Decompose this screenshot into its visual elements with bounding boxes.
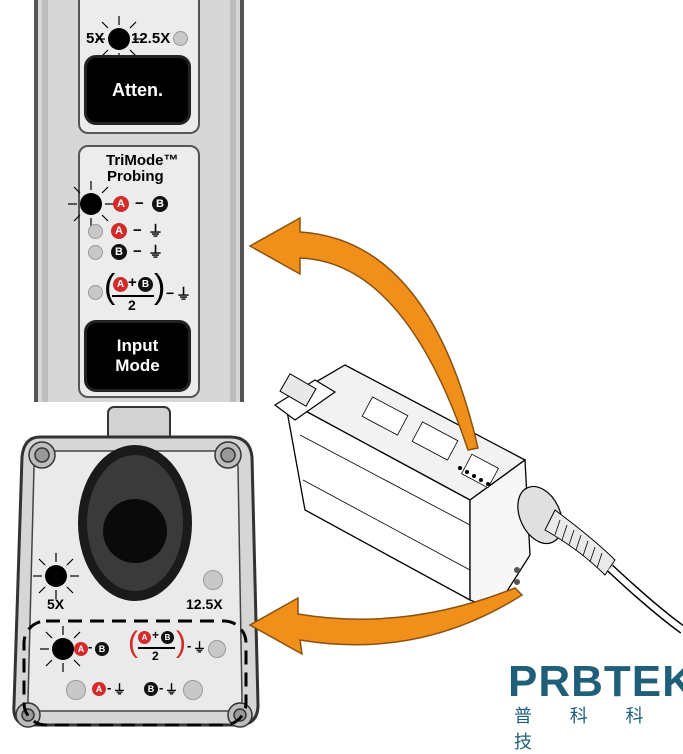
- common-left-paren: (: [104, 268, 116, 306]
- brand-name: PRBTEK: [508, 657, 683, 706]
- bottom-row3-b: B: [144, 682, 158, 696]
- atten-12-5x-led: [173, 31, 188, 46]
- mode-row2-led: [88, 224, 103, 239]
- bottom-panel-highlight: [22, 619, 248, 727]
- probe-front-dot-1: [514, 567, 520, 573]
- probe-illustration: [273, 364, 683, 634]
- common-fraction-bar: [112, 295, 154, 297]
- probe-side-line-2: [302, 479, 471, 571]
- probe-side-line-1: [299, 434, 471, 526]
- bottom-a-ground-led: [66, 680, 86, 700]
- probe-front-dot-2: [514, 579, 520, 585]
- brand-logo: PRBTEK 普 科 科 技: [508, 657, 683, 754]
- mode-row2-a: A: [111, 223, 127, 239]
- bottom-12-5x-led: [203, 570, 223, 590]
- mode-row3-op: −: [133, 243, 142, 260]
- common-right-paren: ): [154, 268, 166, 306]
- common-a: A: [113, 277, 128, 292]
- probe-connector-block: [279, 373, 317, 407]
- mode-row2-ground-icon: ⏚: [148, 223, 164, 240]
- input-mode-button[interactable]: Input Mode: [84, 320, 191, 392]
- mode-row1-op: −: [135, 195, 144, 212]
- bottom-panel: [12, 406, 260, 728]
- bottom-row3-op: -: [159, 680, 164, 695]
- atten-button[interactable]: Atten.: [84, 55, 191, 125]
- atten-12-5x-label: 12.5X: [131, 30, 171, 47]
- bottom-panel-connector-inner: [103, 499, 167, 563]
- mode-row3-ground-icon: ⏚: [148, 244, 164, 261]
- mode-row3-led: [88, 245, 103, 260]
- bottom-common-right-paren: ): [176, 626, 186, 659]
- bottom-common-left-paren: (: [128, 626, 138, 659]
- arrows-layer: [248, 216, 524, 656]
- trimode-title: TriMode™: [106, 152, 179, 169]
- bottom-common-minus: -: [187, 638, 192, 653]
- bottom-row2-ground-icon: ⏚: [113, 682, 127, 697]
- bottom-row3-ground-icon: ⏚: [165, 682, 179, 697]
- brand-chinese: 普 科 科 技: [514, 706, 660, 753]
- bottom-5x-label: 5X: [47, 596, 65, 612]
- bottom-common-ground-icon: ⏚: [193, 640, 207, 655]
- top-panel-rail-left: [42, 0, 48, 402]
- mode-row4-led: [88, 285, 103, 300]
- bottom-row2-a: A: [92, 682, 106, 696]
- top-panel-rail-right: [230, 0, 236, 402]
- common-b: B: [138, 277, 153, 292]
- bottom-b-ground-led: [183, 680, 203, 700]
- arrow-to-top-panel: [248, 216, 479, 451]
- common-plus: +: [128, 274, 137, 291]
- bottom-common-plus: +: [152, 628, 160, 642]
- bottom-common-b: B: [161, 631, 174, 644]
- probe-label-2: [411, 421, 459, 461]
- common-minus: −: [166, 285, 175, 301]
- probe-label-3: [461, 453, 499, 489]
- bottom-common-fraction-bar: [138, 647, 175, 649]
- trimode-subtitle: Probing: [107, 168, 164, 185]
- common-denominator: 2: [128, 297, 136, 313]
- bottom-row2-op: -: [107, 680, 112, 695]
- atten-5x-label: 5X: [86, 30, 105, 47]
- bottom-12-5x-label: 12.5X: [186, 596, 223, 612]
- probe-label-1: [361, 396, 409, 436]
- arrow-to-bottom-panel: [248, 587, 524, 656]
- bottom-common-a: A: [138, 631, 151, 644]
- bottom-5x-led-lit: [33, 553, 79, 599]
- bottom-row1-b: B: [95, 642, 109, 656]
- bottom-common-led: [208, 640, 226, 658]
- input-mode-line2: Mode: [115, 356, 160, 375]
- bottom-panel-screws: [15, 441, 253, 728]
- mode-row3-b: B: [111, 244, 127, 260]
- mode-row1-a: A: [113, 196, 129, 212]
- probe-body-front: [469, 458, 531, 611]
- common-ground-icon: ⏚: [176, 286, 192, 303]
- bottom-row1-minus: -: [88, 639, 93, 654]
- mode-row2-op: −: [133, 222, 142, 239]
- input-mode-line1: Input: [116, 336, 159, 355]
- mode-a-minus-b-led-lit: [68, 181, 114, 227]
- bottom-common-den: 2: [152, 649, 159, 663]
- bottom-row1-a: A: [74, 642, 88, 656]
- mode-row1-b: B: [152, 196, 168, 212]
